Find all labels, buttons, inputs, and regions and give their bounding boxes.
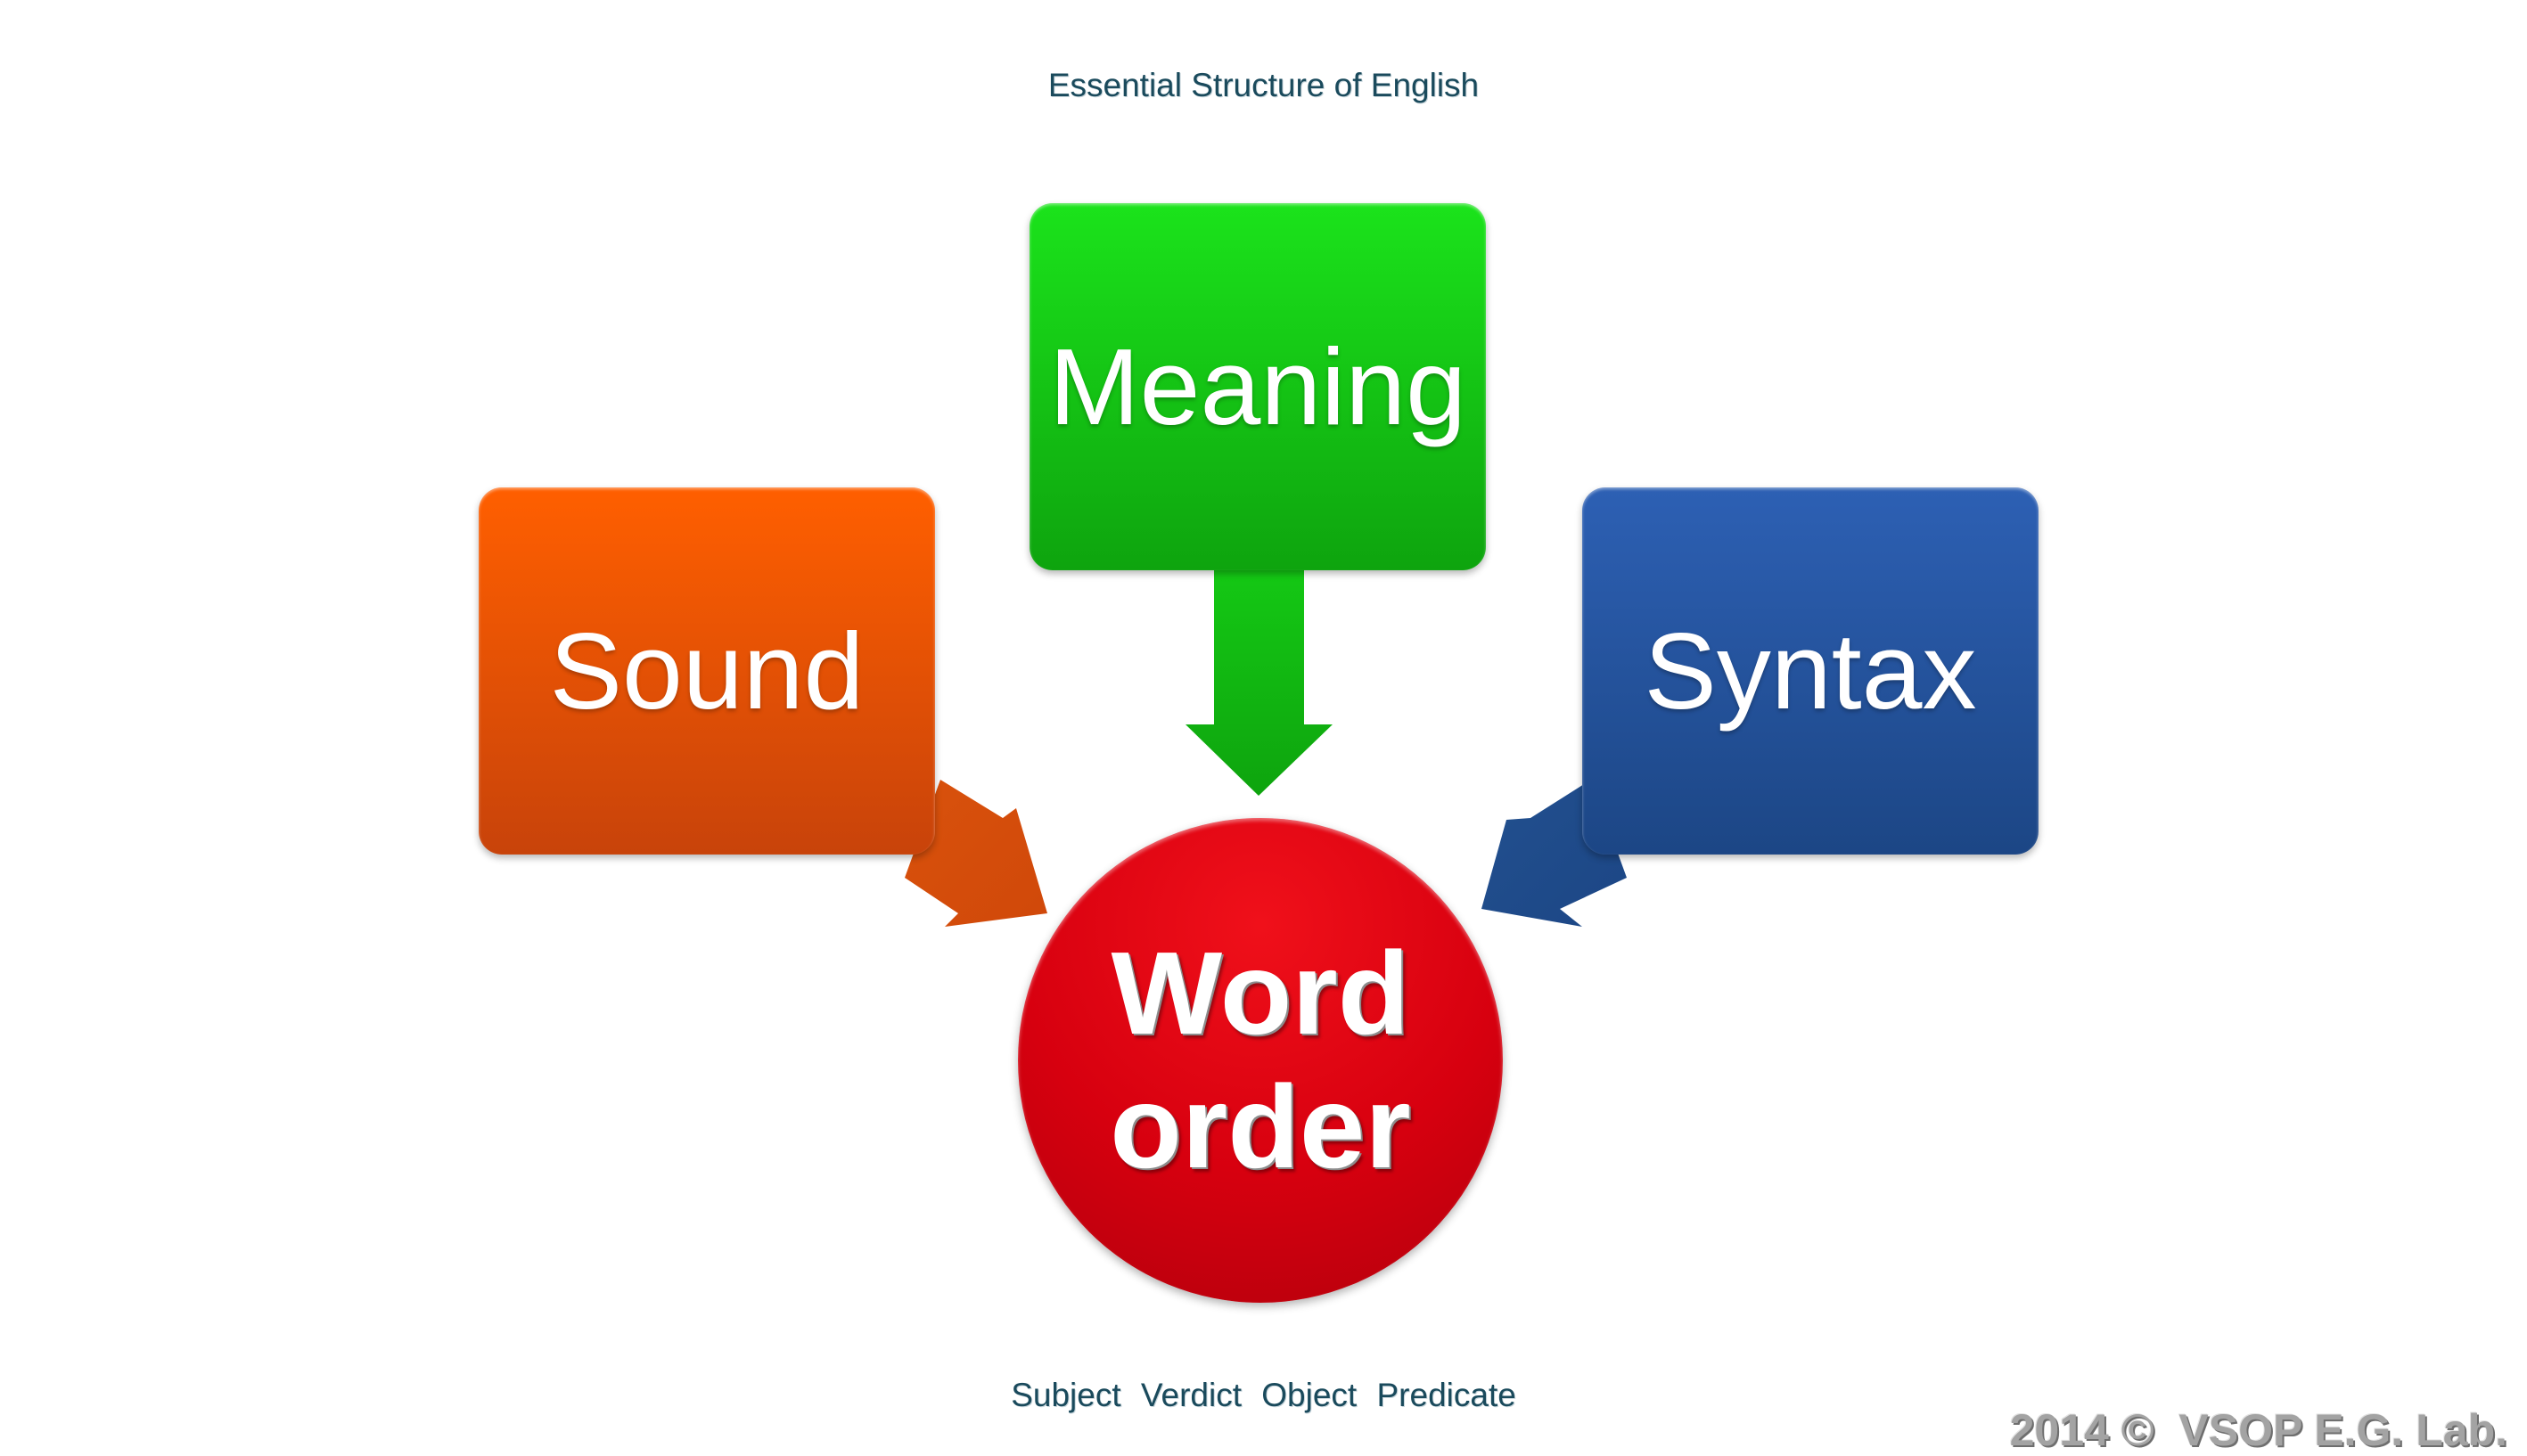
word-order-line-2: order bbox=[1110, 1061, 1411, 1192]
word-order-line-1: Word bbox=[1111, 928, 1410, 1059]
meaning-arrow bbox=[1186, 570, 1333, 796]
meaning-box: Meaning bbox=[1030, 203, 1486, 570]
copyright-watermark: 2014 © VSOP E.G. Lab. bbox=[2009, 1405, 2507, 1455]
sound-box: Sound bbox=[479, 487, 935, 855]
sound-label: Sound bbox=[549, 610, 865, 732]
meaning-label: Meaning bbox=[1049, 326, 1466, 447]
diagram-title: Essential Structure of English bbox=[1047, 67, 1480, 103]
word-order-circle: Word order bbox=[1018, 818, 1503, 1303]
word-order-label: Word order bbox=[1110, 927, 1410, 1194]
sound-arrow bbox=[905, 780, 1047, 927]
syntax-box: Syntax bbox=[1582, 487, 2039, 855]
syntax-label: Syntax bbox=[1644, 610, 1977, 732]
structure-caption: Subject Verdict Object Predicate bbox=[1011, 1377, 1516, 1413]
